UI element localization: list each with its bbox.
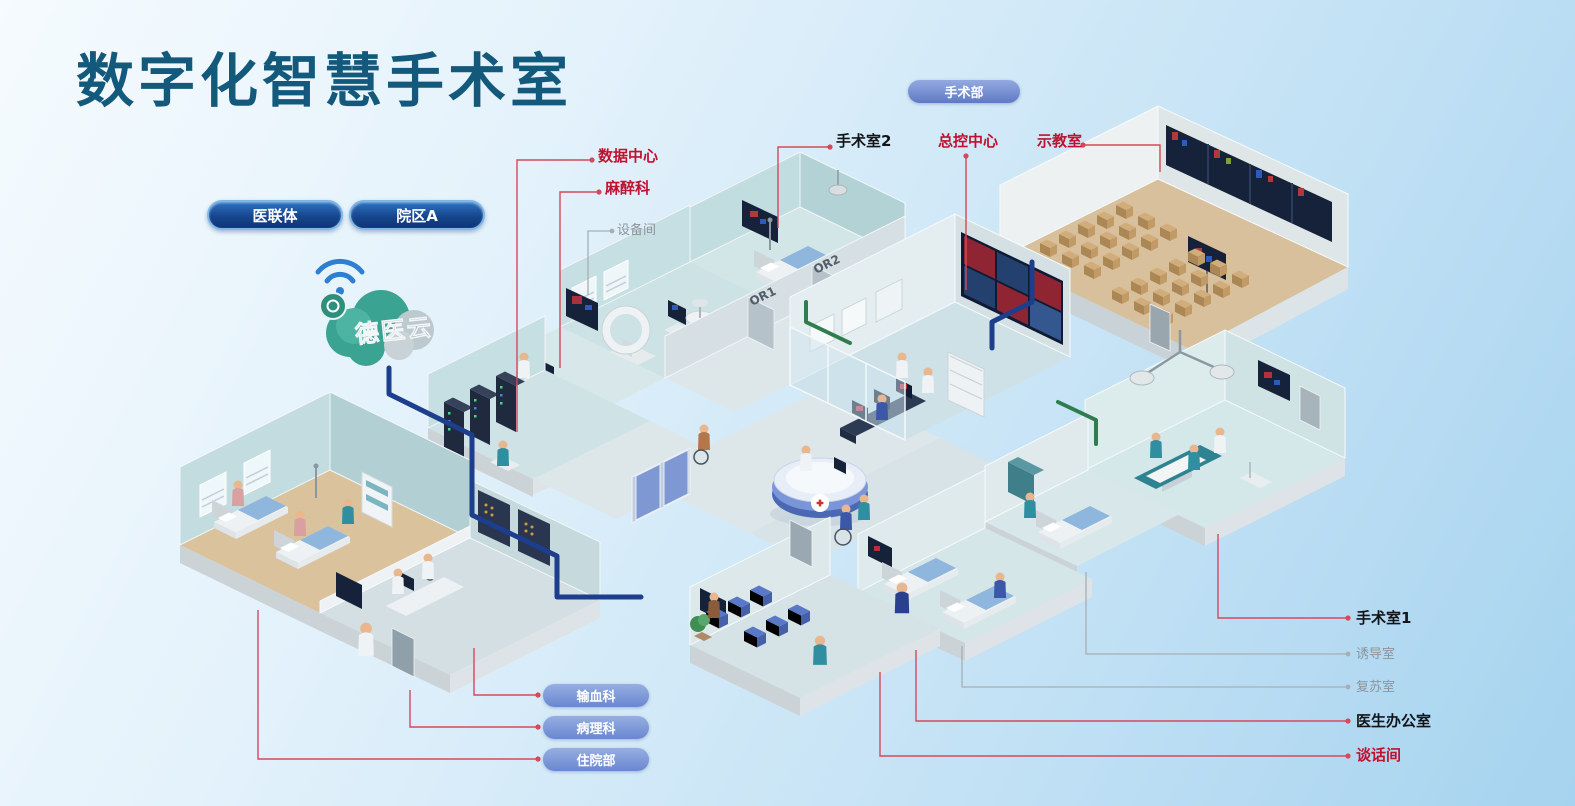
door <box>391 627 415 678</box>
waiting-room <box>689 516 940 716</box>
blood-transfusion-label: 输血科 <box>576 690 616 705</box>
or1-door <box>747 296 775 351</box>
reception-desk <box>770 457 870 526</box>
label-data-center: 数据中心 <box>598 147 659 165</box>
classroom-line <box>989 259 1035 351</box>
label-equipment-room: 设备间 <box>617 223 657 238</box>
lab-room <box>319 479 601 693</box>
wifi-icon <box>315 258 365 295</box>
wall-monitor <box>1258 360 1290 401</box>
pathology-pill: 病理科 <box>543 716 649 739</box>
label-talk-room: 谈话间 <box>1356 746 1402 764</box>
instrument-cart <box>1240 462 1272 488</box>
demo-room <box>999 105 1349 372</box>
blood-transfusion-pill: 输血科 <box>543 684 649 707</box>
door <box>1149 303 1171 352</box>
label-operating-room-1: 手术室1 <box>1356 609 1412 627</box>
label-doctor-office: 医生办公室 <box>1356 712 1432 730</box>
medical-alliance-label: 医联体 <box>252 206 298 225</box>
label-anesthesia: 麻醉科 <box>605 179 651 197</box>
video-wall-screens <box>1166 125 1332 242</box>
shelving-unit <box>947 351 985 418</box>
door <box>789 519 813 568</box>
cloud-logo <box>319 292 347 320</box>
cloud-trunk-line <box>386 365 644 600</box>
elevator <box>631 447 691 524</box>
red-cross-logo <box>811 494 829 512</box>
server-racks <box>444 371 525 458</box>
specimen-cabinets <box>478 490 550 566</box>
surgery-dept-pill: 手术部 <box>908 80 1020 103</box>
green-link-2 <box>1056 400 1098 446</box>
or2-room <box>689 151 906 313</box>
surgery-dept-label: 手术部 <box>944 86 984 101</box>
label-recovery-room: 复苏室 <box>1356 680 1396 695</box>
ward-room <box>179 391 471 631</box>
control-video-wall <box>961 232 1063 345</box>
door <box>1299 385 1321 431</box>
or1-room <box>1084 329 1346 546</box>
inpatient-dept-pill: 住院部 <box>543 748 649 771</box>
vitals-monitor <box>868 536 892 568</box>
label-control-center: 总控中心 <box>938 132 999 150</box>
label-lines <box>257 142 1351 762</box>
glass-wall <box>789 325 906 442</box>
cloud: 德医云 <box>315 258 435 366</box>
poster-boards <box>809 278 903 353</box>
network-lines <box>386 259 1098 600</box>
surgical-lights <box>1129 330 1235 386</box>
campus-a-label: 院区A <box>396 206 438 225</box>
ward-cabinet <box>361 471 393 528</box>
potted-plant <box>690 614 712 641</box>
inpatient-dept-label: 住院部 <box>576 754 616 769</box>
page-title: 数字化智慧手术室 <box>76 47 573 115</box>
label-demo-room: 示教室 <box>1037 132 1083 150</box>
label-operating-room-2: 手术室2 <box>836 132 892 150</box>
cloud-label: 德医云 <box>354 313 434 349</box>
cloud-body <box>326 290 434 366</box>
green-link-1 <box>804 300 852 345</box>
pathology-label: 病理科 <box>576 722 616 737</box>
c-arm-xray <box>601 305 656 365</box>
medical-image-screen <box>566 288 598 331</box>
label-induction-room: 诱导室 <box>1356 647 1396 662</box>
wall-screen <box>336 572 362 609</box>
people <box>232 352 1226 665</box>
campus-a-pill: 院区A <box>349 200 485 230</box>
medical-alliance-pill: 医联体 <box>207 200 343 230</box>
desk-monitor <box>834 457 846 474</box>
